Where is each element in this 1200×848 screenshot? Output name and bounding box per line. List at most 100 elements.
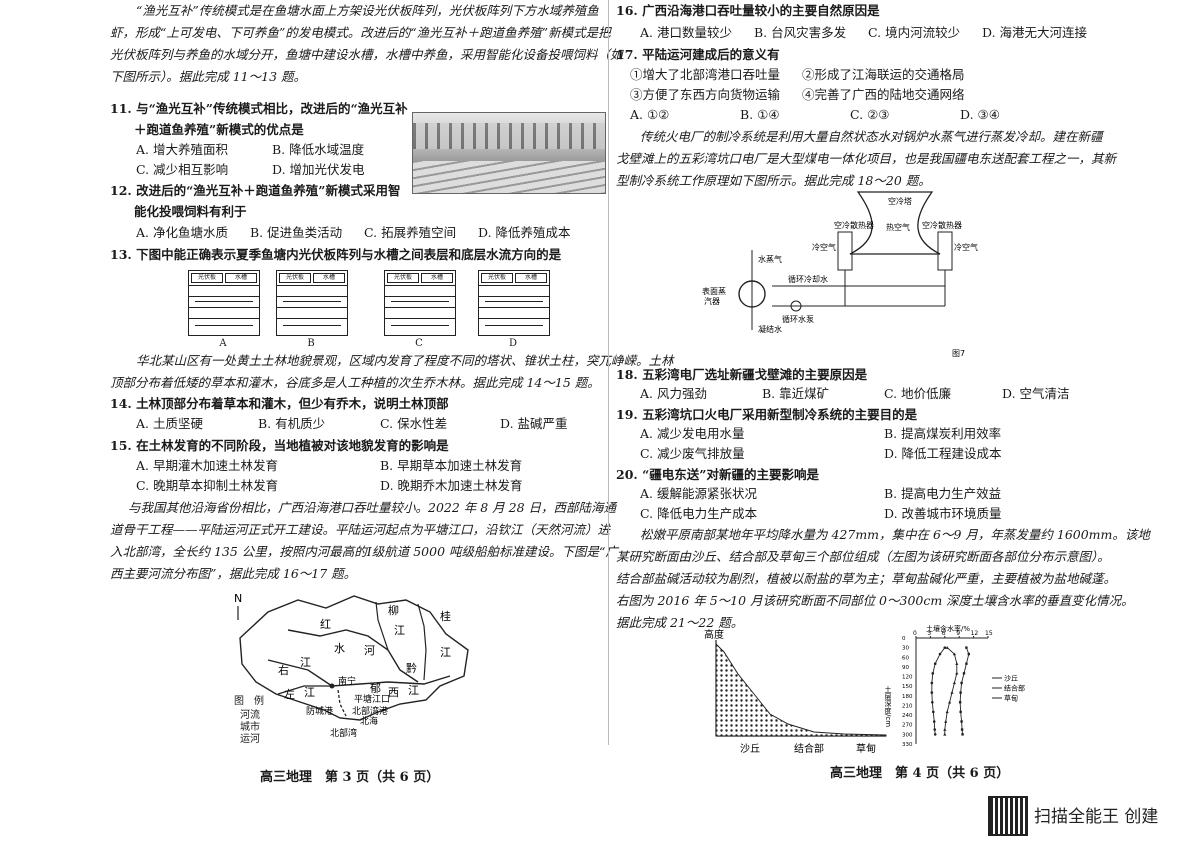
data-point [959,691,962,694]
data-point [952,652,956,656]
map-label: 北部湾 [330,727,357,739]
condenser-icon [738,280,766,308]
data-point [955,662,959,665]
question-stem: 15. 在土林发育的不同阶段，当地植被对该地貌发育的影响是 [110,438,449,453]
option-c[interactable]: C. 拓展养殖空间 [364,225,457,240]
option-c[interactable]: C. ②③ [850,107,890,122]
legend-label: 结合部 [1004,684,1025,693]
option-d[interactable]: D. 空气清洁 [1002,386,1070,401]
option-c[interactable]: C. 地价低廉 [884,386,952,401]
option-d[interactable]: D. 增加光伏发电 [272,162,365,177]
data-point [960,681,963,685]
y-tick-label: 150 [902,684,913,690]
map-label: 西 [388,686,399,699]
svg-text:循环冷却水: 循环冷却水 [788,274,828,284]
svg-text:汽器: 汽器 [704,296,720,306]
statement: ①增大了北部湾港口吞吐量 [630,67,781,82]
cooling-system-diagram: 空冷塔 空冷散热器 热空气 空冷散热器 冷空气 冷空气 水蒸气 循环冷却水 表面… [702,191,978,358]
option-d[interactable]: D. 降低养殖成本 [478,225,571,240]
option-d[interactable]: D. 改善城市环境质量 [884,506,1002,521]
option-b[interactable]: B. 台风灾害多发 [754,25,847,40]
question-stem: 11. 与“渔光互补”传统模式相比，改进后的“渔光互补 [110,101,408,116]
data-point [965,646,968,649]
fish-farm-photo [412,112,606,194]
chart-title: 土壤含水率/% [926,624,970,633]
hongshui-river [287,629,419,683]
option-d[interactable]: D. 海港无大河连接 [982,25,1088,40]
data-point [955,671,959,675]
option-d[interactable]: D. ③④ [960,107,1000,122]
map-label: 江 [440,646,451,659]
legend-item-city: 城市 [240,722,260,733]
option-a[interactable]: A. 缓解能源紧张状况 [640,486,757,501]
option-b[interactable]: B. 提高煤炭利用效率 [884,426,1002,441]
question-stem: 19. 五彩湾坑口火电厂采用新型制冷系统的主要目的是 [616,407,918,422]
map-label: 南宁 [338,675,356,687]
option-a[interactable]: A. 土质坚硬 [136,416,203,431]
data-point [960,728,964,731]
option-c[interactable]: C. 境内河流较少 [868,25,961,40]
passage-line: 戈壁滩上的五彩湾坑口电厂是大型煤电一体化项目，也是我国疆电东送配套工程之一，其新 [616,151,1117,166]
svg-text:空冷散热器: 空冷散热器 [834,220,874,230]
data-point [952,681,956,685]
diagram-label: A [219,338,227,349]
option-a[interactable]: A. 早期灌木加速土林发育 [136,458,278,473]
y-tick-label: 90 [902,665,909,671]
option-b[interactable]: B. 早期草本加速土林发育 [380,458,523,473]
qr-code-icon [988,796,1028,836]
legend-label: 草甸 [1004,694,1018,703]
map-north-letter: N [234,592,242,605]
option-c[interactable]: C. 晚期草本抑制土林发育 [136,478,279,493]
option-c[interactable]: C. 减少废气排放量 [640,446,745,461]
y-tick-label: 180 [902,694,913,700]
flow-diagram-c[interactable]: 光伏板 水槽 [384,270,456,336]
passage-line: 传统火电厂的制冷系统是利用大量自然状态水对锅炉水蒸气进行蒸发冷却。建在新疆 [640,129,1103,144]
option-d[interactable]: D. 降低工程建设成本 [884,446,1002,461]
map-label: 红 [320,618,331,631]
flow-diagram-a[interactable]: 光伏板 水槽 [188,270,260,336]
statement: ④完善了广西的陆地交通网络 [802,87,965,102]
data-point [932,720,936,723]
option-c[interactable]: C. 保水性差 [380,416,448,431]
radiator-right [937,231,953,271]
flow-diagram-d[interactable]: 光伏板 水槽 [478,270,550,336]
option-b[interactable]: B. 促进鱼类活动 [250,225,343,240]
option-b[interactable]: B. 提高电力生产效益 [884,486,1002,501]
option-a[interactable]: A. 风力强劲 [640,386,707,401]
option-b[interactable]: B. ①④ [740,107,780,122]
flow-diagram-b[interactable]: 光伏板 水槽 [276,270,348,336]
map-label: 水 [334,642,345,655]
option-d[interactable]: D. 盐碱严重 [500,416,568,431]
option-a[interactable]: A. 港口数量较少 [640,25,732,40]
option-b[interactable]: B. 靠近煤矿 [762,386,830,401]
map-label: 河 [364,644,375,657]
option-a[interactable]: A. 增大养殖面积 [136,142,228,157]
option-c[interactable]: C. 减少相互影响 [136,162,229,177]
question-stem: 能化投喂饲料有利于 [134,204,247,219]
data-point [930,681,934,685]
radiator-left [837,231,853,271]
y-tick-label: 270 [902,723,913,729]
option-c[interactable]: C. 降低电力生产成本 [640,506,758,521]
profile-site: 结合部 [794,742,824,755]
data-point [943,727,947,731]
data-point [938,652,942,656]
data-point [931,700,934,704]
passage-line: 华北某山区有一处黄土土林地貌景观，区域内发育了程度不同的塔状、锥状土柱，突兀峥嵘… [136,353,674,368]
option-a[interactable]: A. ①② [630,107,670,122]
svg-text:冷空气: 冷空气 [954,242,978,252]
svg-text:热空气: 热空气 [886,222,910,232]
option-a[interactable]: A. 减少发电用水量 [640,426,745,441]
question-stem: 17. 平陆运河建成后的意义有 [616,47,780,62]
map-label: 平塘江口 [354,693,390,705]
y-tick-label: 30 [902,646,909,652]
nanning-city-dot [329,683,335,689]
passage-line: 某研究断面由沙丘、结合部及草甸三个部位组成（左图为该研究断面各部位分布示意图）。 [616,549,1110,564]
option-a[interactable]: A. 净化鱼塘水质 [136,225,228,240]
option-d[interactable]: D. 晚期乔木加速土林发育 [380,478,523,493]
option-b[interactable]: B. 有机质少 [258,416,326,431]
option-b[interactable]: B. 降低水域温度 [272,142,365,157]
legend-label: 沙丘 [1004,674,1018,683]
legend-item-canal: 运河 [240,734,260,745]
